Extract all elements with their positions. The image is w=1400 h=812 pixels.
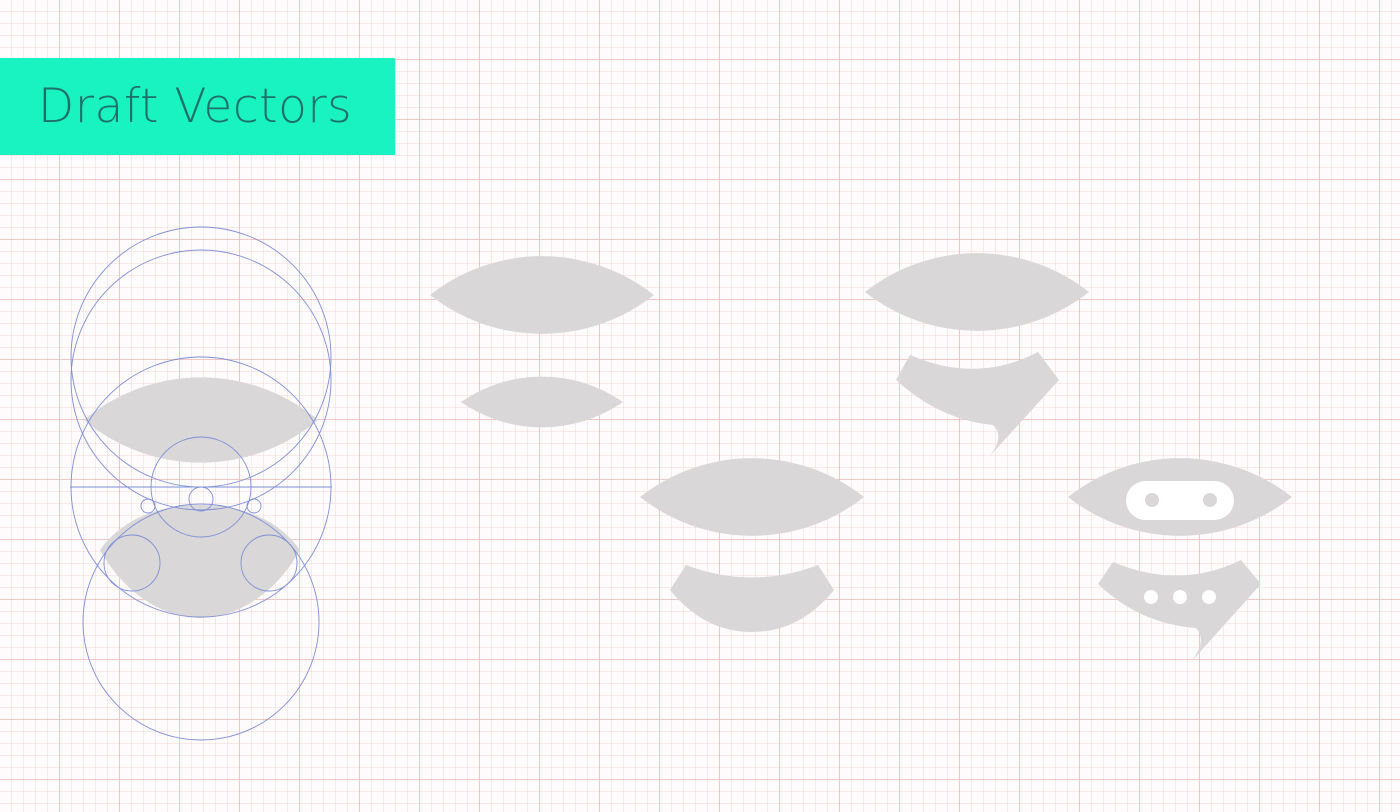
draft4-visor-dot-left: [1145, 493, 1159, 507]
bot-draft-final-chatbot-icon: [1068, 458, 1292, 663]
construction-circles: [70, 226, 332, 741]
draft4-typing-dot-1: [1144, 590, 1158, 604]
draft4-typing-dot-3: [1202, 590, 1216, 604]
title-banner: Draft Vectors: [0, 58, 395, 155]
draft2-eye: [865, 253, 1089, 331]
bot-draft-eye-arc-icon: [640, 458, 864, 632]
construction-mouth-shape: [100, 505, 300, 618]
draft1-eye: [430, 256, 654, 334]
bot-draft-speech-bubble-icon: [865, 253, 1089, 458]
page-title: Draft Vectors: [38, 79, 353, 134]
draft1-mouth: [461, 376, 623, 428]
draft4-typing-dot-2: [1173, 590, 1187, 604]
bot-construction-grid-icon: [70, 226, 332, 741]
draft4-speech-bubble: [1098, 560, 1261, 663]
draft4-visor: [1126, 481, 1234, 520]
draft3-mouth-arc: [670, 565, 834, 632]
construction-eye-shape: [84, 377, 318, 463]
bot-draft-eye-mouth-icon: [430, 256, 654, 428]
draft4-visor-dot-right: [1203, 493, 1217, 507]
draft3-eye: [640, 458, 864, 536]
draft2-speech-bubble: [896, 352, 1059, 458]
